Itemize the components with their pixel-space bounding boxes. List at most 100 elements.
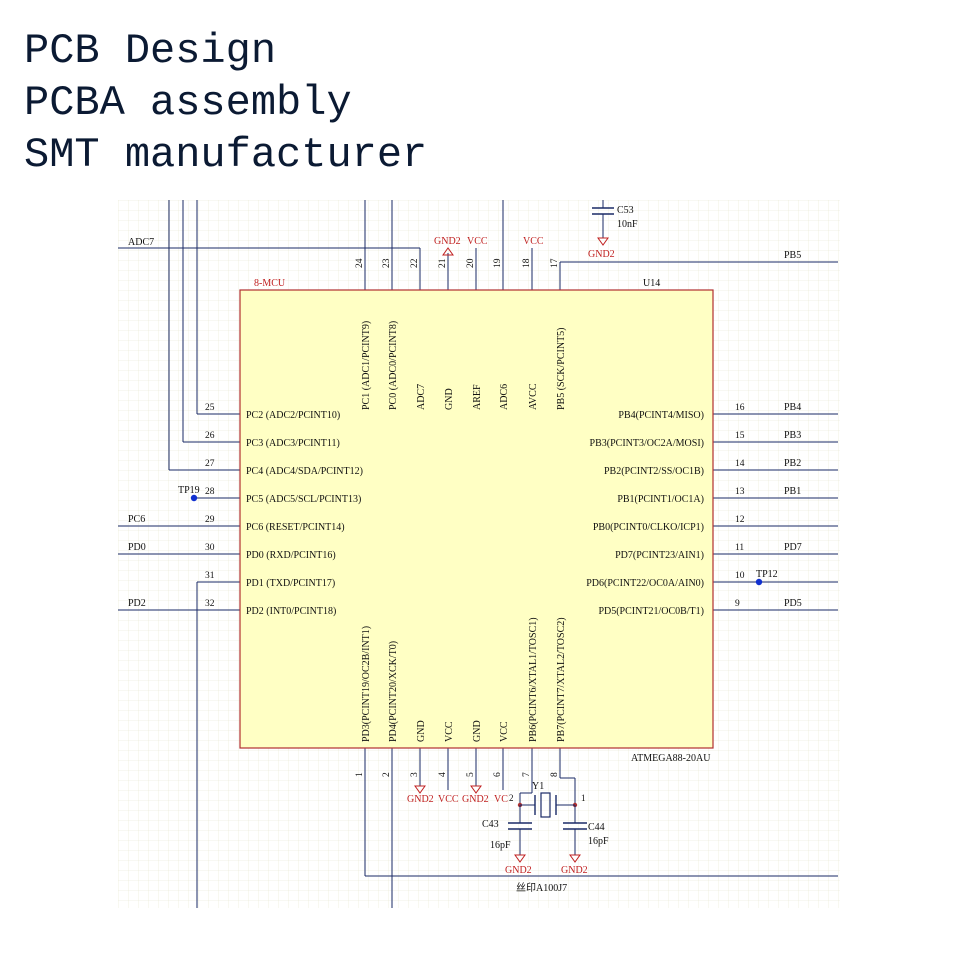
pin-name-bottom-6: VCC [499, 721, 510, 742]
headline-smt-manufacturer: SMT manufacturer [24, 131, 428, 179]
pin-name-left-27: PC4 (ADC4/SDA/PCINT12) [246, 466, 363, 477]
c43-ref: C43 [482, 819, 499, 830]
pin-name-top-20: AREF [472, 384, 483, 410]
net-label-adc7: ADC7 [128, 237, 154, 248]
pin-number-28: 28 [205, 487, 215, 497]
pin-number-29: 29 [205, 515, 215, 525]
power-label-top-gnd: GND2 [434, 236, 461, 247]
pin-number-15: 15 [735, 431, 745, 441]
wires [118, 200, 838, 908]
pin-name-left-26: PC3 (ADC3/PCINT11) [246, 438, 340, 449]
pin-name-left-31: PD1 (TXD/PCINT17) [246, 578, 335, 589]
pin-name-left-29: PC6 (RESET/PCINT14) [246, 522, 345, 533]
pin-name-bottom-8: PB7(PCINT7/XTAL2/TOSC2) [556, 617, 567, 742]
pin-number-13: 13 [735, 487, 745, 497]
tp19-label: TP19 [178, 485, 200, 496]
net-label-pc6: PC6 [128, 514, 145, 525]
power-label-pin4-vcc: VCC [438, 794, 459, 805]
c44-value: 16pF [588, 836, 609, 847]
net-label-pd5: PD5 [784, 598, 802, 609]
pin-number-3: 3 [410, 772, 420, 777]
crystal-y1[interactable] [520, 792, 575, 818]
net-label-pb1: PB1 [784, 486, 801, 497]
power-label-c53-gnd: GND2 [588, 249, 615, 260]
pin-number-12: 12 [735, 515, 745, 525]
capacitor-c43[interactable] [508, 805, 532, 863]
pin-name-right-10: PD6(PCINT22/OC0A/AIN0) [586, 578, 704, 589]
pin-name-top-19: ADC6 [499, 384, 510, 410]
testpoint-tp19[interactable] [190, 494, 198, 502]
y1-pin1: 1 [581, 793, 586, 803]
pin-number-24: 24 [355, 258, 365, 268]
pin-number-20: 20 [466, 258, 476, 268]
capacitor-c44[interactable] [563, 805, 587, 863]
silkscreen-note: 丝印A100J7 [516, 882, 567, 894]
pin-number-10: 10 [735, 571, 745, 581]
pin-name-bottom-1: PD3(PCINT19/OC2B/INT1) [361, 626, 372, 742]
gnd-symbol-pin5 [470, 785, 482, 794]
pin-name-right-11: PD7(PCINT23/AIN1) [615, 550, 704, 561]
pin-name-top-22: ADC7 [416, 384, 427, 410]
pin-number-17: 17 [550, 258, 560, 268]
headline-pcba-assembly: PCBA assembly [24, 79, 352, 127]
pin-number-27: 27 [205, 459, 215, 469]
pin-number-30: 30 [205, 543, 215, 553]
net-label-pd7: PD7 [784, 542, 802, 553]
c53-value: 10nF [617, 219, 638, 230]
pin-number-11: 11 [735, 543, 744, 553]
pin-name-right-16: PB4(PCINT4/MISO) [618, 410, 704, 421]
pin-name-bottom-5: GND [472, 720, 483, 742]
pin-number-7: 7 [522, 772, 532, 777]
power-label-top-vcc: VCC [467, 236, 488, 247]
pin-number-21: 21 [438, 258, 448, 268]
pin-name-top-18: AVCC [528, 383, 539, 410]
pin-name-top-23: PC0 (ADC0/PCINT8) [388, 321, 399, 410]
pin-name-right-12: PB0(PCINT0/CLKO/ICP1) [593, 522, 704, 533]
pin-number-32: 32 [205, 599, 215, 609]
power-label-pin6-vcc: VC [494, 794, 508, 805]
net-label-pd2: PD2 [128, 598, 146, 609]
pin-number-26: 26 [205, 431, 215, 441]
component-part: ATMEGA88-20AU [631, 753, 711, 764]
pin-number-22: 22 [410, 258, 420, 268]
c53-ref: C53 [617, 205, 634, 216]
pin-number-18: 18 [522, 258, 532, 268]
power-label-c44-gnd: GND2 [561, 865, 588, 876]
power-label-top-avcc: VCC [523, 236, 544, 247]
pin-name-right-13: PB1(PCINT1/OC1A) [617, 494, 704, 505]
pin-name-top-24: PC1 (ADC1/PCINT9) [361, 321, 372, 410]
gnd-symbol-pin3 [414, 785, 426, 794]
power-label-pin5-gnd: GND2 [462, 794, 489, 805]
pin-number-8: 8 [550, 772, 560, 777]
mcu-body[interactable] [239, 289, 714, 749]
pin-number-6: 6 [493, 772, 503, 777]
tp12-label: TP12 [756, 569, 778, 580]
pin-number-5: 5 [466, 772, 476, 777]
c44-ref: C44 [588, 822, 605, 833]
pin-name-bottom-4: VCC [444, 721, 455, 742]
testpoint-tp12[interactable] [755, 578, 763, 586]
pin-number-31: 31 [205, 571, 215, 581]
pin-name-left-32: PD2 (INT0/PCINT18) [246, 606, 336, 617]
pin-name-top-21: GND [444, 388, 455, 410]
pin-number-2: 2 [382, 772, 392, 777]
pin-name-left-30: PD0 (RXD/PCINT16) [246, 550, 336, 561]
pin-number-1: 1 [355, 772, 365, 777]
net-label-pb3: PB3 [784, 430, 801, 441]
pin-name-right-9: PD5(PCINT21/OC0B/T1) [598, 606, 704, 617]
y1-pin2: 2 [509, 793, 514, 803]
power-label-c43-gnd: GND2 [505, 865, 532, 876]
gnd-symbol-pin21 [442, 247, 454, 256]
pin-name-bottom-2: PD4(PCINT20/XCK/T0) [388, 641, 399, 742]
headline-pcb-design: PCB Design [24, 27, 277, 75]
net-label-pb5: PB5 [784, 250, 801, 261]
pin-name-bottom-3: GND [416, 720, 427, 742]
capacitor-c53[interactable] [592, 200, 614, 246]
pin-name-top-17: PB5 (SCK/PCINT5) [556, 327, 567, 410]
power-label-pin3-gnd: GND2 [407, 794, 434, 805]
pin-number-23: 23 [382, 258, 392, 268]
pin-number-9: 9 [735, 599, 740, 609]
pin-name-left-28: PC5 (ADC5/SCL/PCINT13) [246, 494, 361, 505]
pin-number-16: 16 [735, 403, 745, 413]
